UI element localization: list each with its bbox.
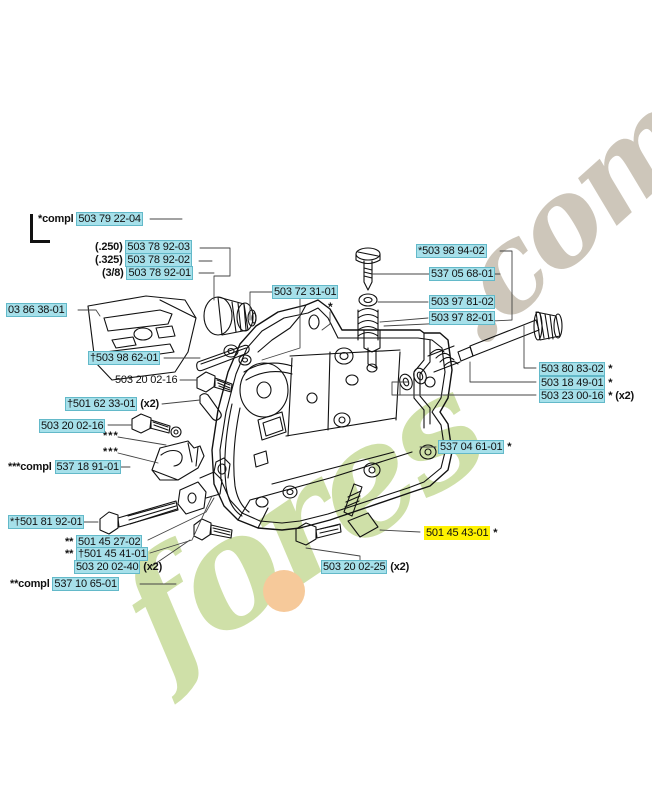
part-number[interactable]: 503 20 02-16 [39,419,106,433]
part-number[interactable]: 501 45 43-01 [424,526,491,540]
part-number[interactable]: *†501 81 92-01 [8,515,85,529]
part-label-prefix: (.325) [95,254,126,266]
tension-link-rod-part [196,344,250,372]
part-label-bolt-501-81-92-01[interactable]: *†501 81 92-01 [8,515,85,529]
part-label-rod-503-98-62-01[interactable]: †503 98 62-01 [88,351,161,365]
part-label-gauge-325[interactable]: (.325) 503 78 92-02 [95,253,192,267]
part-label-knob-503-80-83-02[interactable]: 503 80 83-02 * [539,362,613,376]
part-label-suffix: (x2) [137,398,159,410]
part-label-suffix: * (x2) [605,390,634,402]
part-label-bar-503-72-31-01[interactable]: 503 72 31-01 [272,285,339,299]
washer-pair-part [223,344,252,366]
asterisk-marker-triple-upper: *** [103,430,119,442]
part-label-suffix: * [504,441,512,453]
part-label-prefix: ** [65,548,77,560]
part-label-screw-503-20-02-25[interactable]: 503 20 02-25 (x2) [321,560,410,574]
part-number[interactable]: 537 10 65-01 [52,577,119,591]
part-label-prefix: ** [65,536,77,548]
asterisk-marker-triple-lower: *** [103,446,119,458]
part-label-part-537-05-68-01[interactable]: 537 05 68-01 [429,267,496,281]
clutch-drum-sprocket-part [203,296,257,336]
part-label-part-501-45-41-01[interactable]: ** †501 45 41-01 [65,547,149,561]
asterisk-marker-single: * [328,300,333,314]
part-label-prefix: **compl [10,578,53,590]
part-number[interactable]: †501 45 41-01 [76,547,149,561]
part-label-washer-503-23-00-16[interactable]: 503 23 00-16 * (x2) [539,389,634,403]
part-label-compl-537-18-91-01[interactable]: ***compl 537 18 91-01 [8,460,121,474]
part-label-prefix: *compl [38,213,77,225]
part-label-spring-503-18-49-01[interactable]: 503 18 49-01 * [539,376,613,390]
part-number[interactable]: *503 98 94-02 [416,244,487,258]
adjuster-screw-stack [355,247,381,341]
part-number[interactable]: 503 80 83-02 [539,362,606,376]
part-number[interactable]: 537 04 61-01 [438,440,505,454]
part-number[interactable]: 503 20 02-16 [115,374,178,386]
part-number[interactable]: 503 78 92-02 [125,253,192,267]
long-bolt-part [99,500,179,535]
part-number[interactable]: 503 20 02-40 [74,560,141,574]
part-number[interactable]: 503 20 02-25 [321,560,388,574]
brake-link-piece-part [151,440,205,481]
part-label-screw-503-20-02-16-top[interactable]: 503 20 02-16 [113,374,179,387]
brake-bracket-part [177,457,231,515]
dowel-pin-part [199,393,222,421]
part-label-suffix: * [490,527,498,539]
part-number[interactable]: 503 72 31-01 [272,285,339,299]
part-number[interactable]: 503 23 00-16 [539,389,606,403]
part-label-part-501-45-27-02[interactable]: ** 501 45 27-02 [65,535,143,549]
hex-screw-lower-part [131,413,182,438]
part-number[interactable]: 503 78 92-03 [125,240,192,254]
part-label-selected-501-45-43-01[interactable]: 501 45 43-01 * [424,526,498,540]
part-label-prefix: ***compl [8,461,55,473]
part-label-compl-503-79-22-04[interactable]: *compl 503 79 22-04 [38,212,143,226]
part-label-nut-501-62-33-01[interactable]: †501 62 33-01 (x2) [65,397,159,411]
part-label-suffix: (x2) [140,561,163,573]
part-number[interactable]: 503 18 49-01 [539,376,606,390]
part-label-washer-503-97-81-02[interactable]: 503 97 81-02 [429,295,496,309]
part-label-screw-503-20-02-16-bot[interactable]: 503 20 02-16 [39,419,106,433]
part-label-plate-03-86-38-01[interactable]: 03 86 38-01 [6,303,67,317]
part-number[interactable]: 03 86 38-01 [6,303,67,317]
part-label-screw-503-20-02-40[interactable]: 503 20 02-40 (x2) [74,560,163,574]
part-number[interactable]: 503 97 81-02 [429,295,496,309]
clutch-cover-main-body [211,299,453,531]
part-number[interactable]: †503 98 62-01 [88,351,161,365]
part-label-gauge-38[interactable]: (3/8) 503 78 92-01 [102,266,193,280]
part-label-prefix: (3/8) [102,267,127,279]
part-label-screw-503-98-94-02[interactable]: *503 98 94-02 [416,244,487,258]
part-number[interactable]: 537 18 91-01 [54,460,121,474]
part-number[interactable]: 537 05 68-01 [429,267,496,281]
screw-503-20-02-25-part [295,522,342,546]
part-label-spring-503-97-82-01[interactable]: 503 97 82-01 [429,311,496,325]
part-label-gauge-250[interactable]: (.250) 503 78 92-03 [95,240,192,254]
part-label-suffix: * [605,363,613,375]
part-number[interactable]: 501 45 27-02 [76,535,143,549]
part-number[interactable]: 503 79 22-04 [76,212,143,226]
part-label-compl-537-10-65-01[interactable]: **compl 537 10 65-01 [10,577,119,591]
part-number[interactable]: 503 78 92-01 [126,266,193,280]
part-label-suffix: (x2) [387,561,410,573]
left-hand-bracket-marker [30,214,50,243]
part-number[interactable]: †501 62 33-01 [65,397,138,411]
bar-mount-plate-part [87,295,197,381]
part-label-prefix: (.250) [95,241,126,253]
part-label-suffix: * [605,377,613,389]
part-label-cover-537-04-61-01[interactable]: 537 04 61-01 * [438,440,512,454]
part-number[interactable]: 503 97 82-01 [429,311,496,325]
highlighted-screw-501-45-43-01 [343,483,379,538]
